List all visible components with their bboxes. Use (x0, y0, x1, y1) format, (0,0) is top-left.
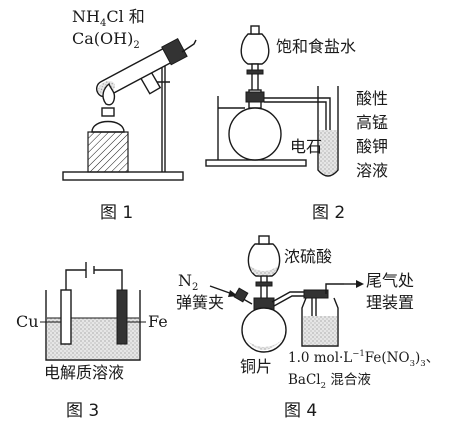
arrow-out-icon (356, 280, 364, 288)
wooden-block (87, 131, 129, 173)
figure-2: 饱和食盐水 电石 酸性 高锰 酸钾 溶液 图 2 (205, 25, 388, 223)
separatory-funnel (240, 33, 270, 65)
label-spring-clamp: 弹簧夹 (176, 293, 224, 312)
funnel-stopcock-4 (255, 281, 273, 287)
flask-stopper (245, 91, 265, 103)
reagent-label-2: Ca(OH)2 (72, 29, 140, 51)
funnel-stopcock (246, 69, 264, 75)
alcohol-lamp (91, 120, 125, 133)
lamp-wick-holder (101, 107, 115, 117)
label-copper: 铜片 (240, 357, 272, 376)
separatory-funnel-4 (247, 243, 281, 277)
label-tail-gas-1: 尾气处 (366, 271, 414, 290)
figure-3: Cu Fe 电解质溶液 图 3 (16, 262, 168, 421)
bottle-stopper (303, 289, 329, 299)
wire-left (65, 269, 86, 292)
label-fe: Fe (148, 312, 168, 331)
delivery-tube (181, 39, 197, 53)
label-cu: Cu (16, 312, 39, 331)
spring-clamp (233, 287, 249, 303)
label-calcium-carbide: 电石 (290, 137, 322, 156)
figure-4: 浓硫酸 N2 弹簧夹 铜片 尾气处 理装置 1.0 mol·L−1Fe(NO3)… (176, 235, 439, 421)
caption-figure-3: 图 3 (66, 401, 99, 421)
copper-pieces (246, 340, 282, 350)
label-n2: N2 (178, 271, 198, 293)
calcium-carbide (234, 146, 276, 154)
label-tube-line-2: 高锰 (356, 113, 388, 132)
reagent-label-1: NH4Cl 和 (72, 7, 145, 29)
mixed-solution (303, 316, 337, 345)
label-tube-line-4: 溶液 (356, 161, 388, 180)
label-saturated-brine: 饱和食盐水 (276, 37, 356, 56)
conc-h2so4 (250, 266, 278, 276)
beaker-3 (45, 290, 141, 361)
stand-base (62, 171, 184, 181)
caption-figure-2: 图 2 (312, 203, 345, 223)
label-tail-gas-2: 理装置 (366, 293, 414, 312)
cu-electrode (60, 289, 72, 345)
flame (102, 82, 116, 106)
label-tube-line-3: 酸钾 (356, 137, 388, 156)
label-solution-line-2: BaCl2 混合液 (288, 372, 371, 391)
stand-base-2 (205, 159, 307, 167)
outlet-tube (325, 283, 344, 294)
label-conc-h2so4: 浓硫酸 (284, 247, 332, 266)
round-bottom-flask (228, 107, 282, 161)
test-tube (95, 37, 188, 98)
flask-4 (241, 307, 287, 353)
label-solution-line-1: 1.0 mol·L−1Fe(NO3)3、 (288, 349, 439, 369)
test-tube-2 (317, 86, 339, 177)
stopper (161, 37, 188, 66)
figure-1: NH4Cl 和 Ca(OH)2 图 1 (62, 7, 197, 223)
delivery-tube-4 (271, 291, 317, 318)
caption-figure-4: 图 4 (284, 401, 317, 421)
kmno4-solution (319, 130, 337, 175)
caption-figure-1: 图 1 (100, 203, 133, 223)
wire-right (94, 269, 123, 292)
fe-electrode (116, 289, 128, 345)
gas-bottle (301, 297, 339, 347)
label-tube-line-1: 酸性 (356, 89, 388, 108)
label-electrolyte: 电解质溶液 (44, 363, 124, 382)
